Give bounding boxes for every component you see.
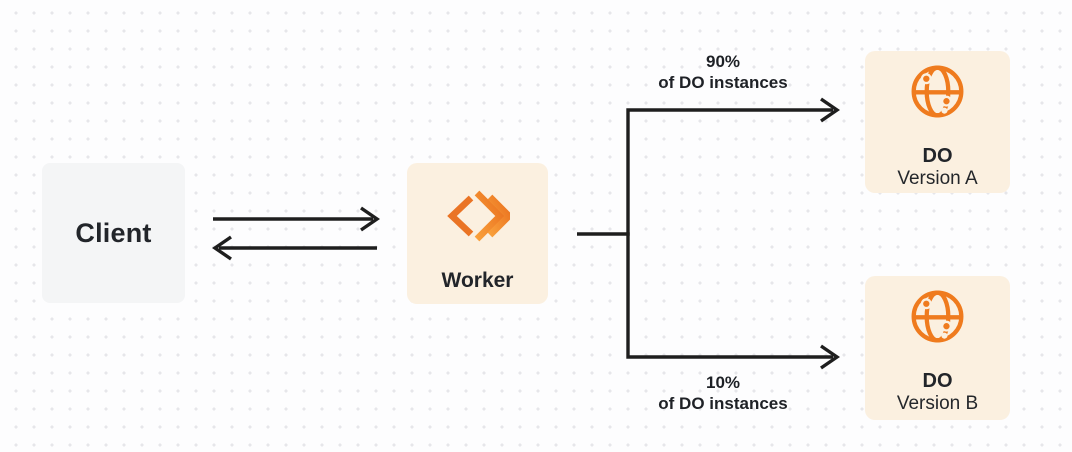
do-version-a-node: DO Version A (865, 51, 1010, 193)
worker-to-client-arrow (211, 235, 377, 261)
client-node: Client (42, 163, 185, 303)
arrowhead-right-icon (360, 206, 381, 232)
do-version-a-title: DO (922, 145, 953, 167)
globe-icon (909, 63, 966, 125)
client-to-worker-arrow (213, 206, 381, 232)
workers-double-chevron-icon (446, 189, 514, 247)
top-split-percent: 90% (705, 52, 741, 71)
top-split-label: 90% of DO instances (618, 51, 828, 93)
top-split-caption: of DO instances (658, 73, 788, 92)
worker-node: Worker (407, 163, 548, 304)
globe-icon (909, 288, 966, 350)
do-version-b-subtitle: Version B (896, 393, 979, 414)
bottom-split-caption: of DO instances (658, 394, 788, 413)
client-node-label: Client (75, 217, 152, 248)
do-version-b-node: DO Version B (865, 276, 1010, 420)
do-version-a-subtitle: Version A (897, 168, 978, 189)
bottom-split-label: 10% of DO instances (618, 372, 828, 414)
arrowhead-left-icon (211, 235, 232, 261)
arrowhead-bottom-branch-icon (820, 344, 841, 370)
do-version-b-title: DO (922, 370, 953, 392)
worker-node-label: Worker (441, 269, 514, 292)
bottom-split-percent: 10% (705, 373, 741, 392)
arrowhead-top-branch-icon (820, 97, 841, 123)
worker-split-connector (577, 97, 841, 370)
